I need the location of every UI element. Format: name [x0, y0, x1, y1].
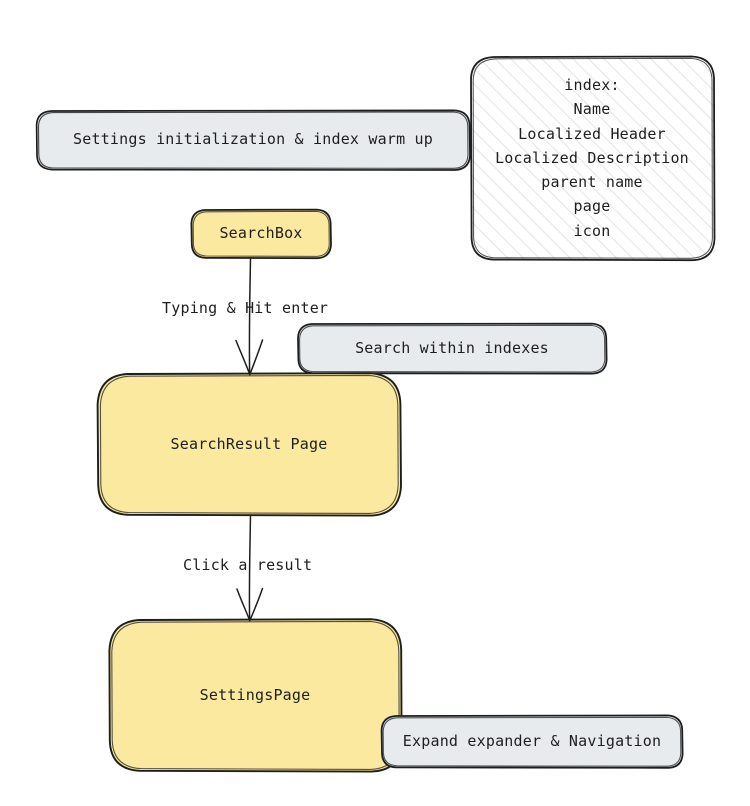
node-settings-initialization[interactable]: Settings initialization & index warm up: [36, 110, 470, 170]
node-search-within-indexes-label: Search within indexes: [355, 339, 549, 358]
node-settings-page[interactable]: SettingsPage: [110, 620, 400, 772]
node-index-schema[interactable]: index: Name Localized Header Localized D…: [470, 56, 714, 260]
node-expand-expander-navigation[interactable]: Expand expander & Navigation: [382, 716, 682, 768]
node-searchresult-page-label: SearchResult Page: [170, 435, 328, 454]
edge-label-typing-hit-enter: Typing & Hit enter: [162, 299, 329, 317]
node-searchresult-page[interactable]: SearchResult Page: [98, 374, 400, 516]
node-settings-page-label: SettingsPage: [199, 686, 311, 705]
shape-settings-init: [35, 109, 471, 171]
node-expand-expander-navigation-label: Expand expander & Navigation: [402, 732, 662, 751]
node-searchbox-label: SearchBox: [219, 224, 303, 243]
node-settings-initialization-label: Settings initialization & index warm up: [73, 130, 433, 149]
edge-label-click-a-result: Click a result: [183, 556, 313, 574]
shape-index-schema: [470, 55, 716, 262]
node-searchbox[interactable]: SearchBox: [192, 210, 330, 258]
shape-searchresult-page: [96, 372, 402, 517]
node-index-schema-label: index: Name Localized Header Localized D…: [495, 75, 689, 240]
shape-expand-navigation: [380, 714, 684, 769]
edge-searchresult-to-settingspage: [236, 515, 264, 622]
shape-searchbox: [190, 208, 332, 260]
node-search-within-indexes[interactable]: Search within indexes: [298, 324, 606, 374]
edge-searchbox-to-searchresult: [235, 258, 264, 376]
shape-settings-page: [108, 618, 403, 773]
shape-search-indexes: [297, 322, 608, 375]
